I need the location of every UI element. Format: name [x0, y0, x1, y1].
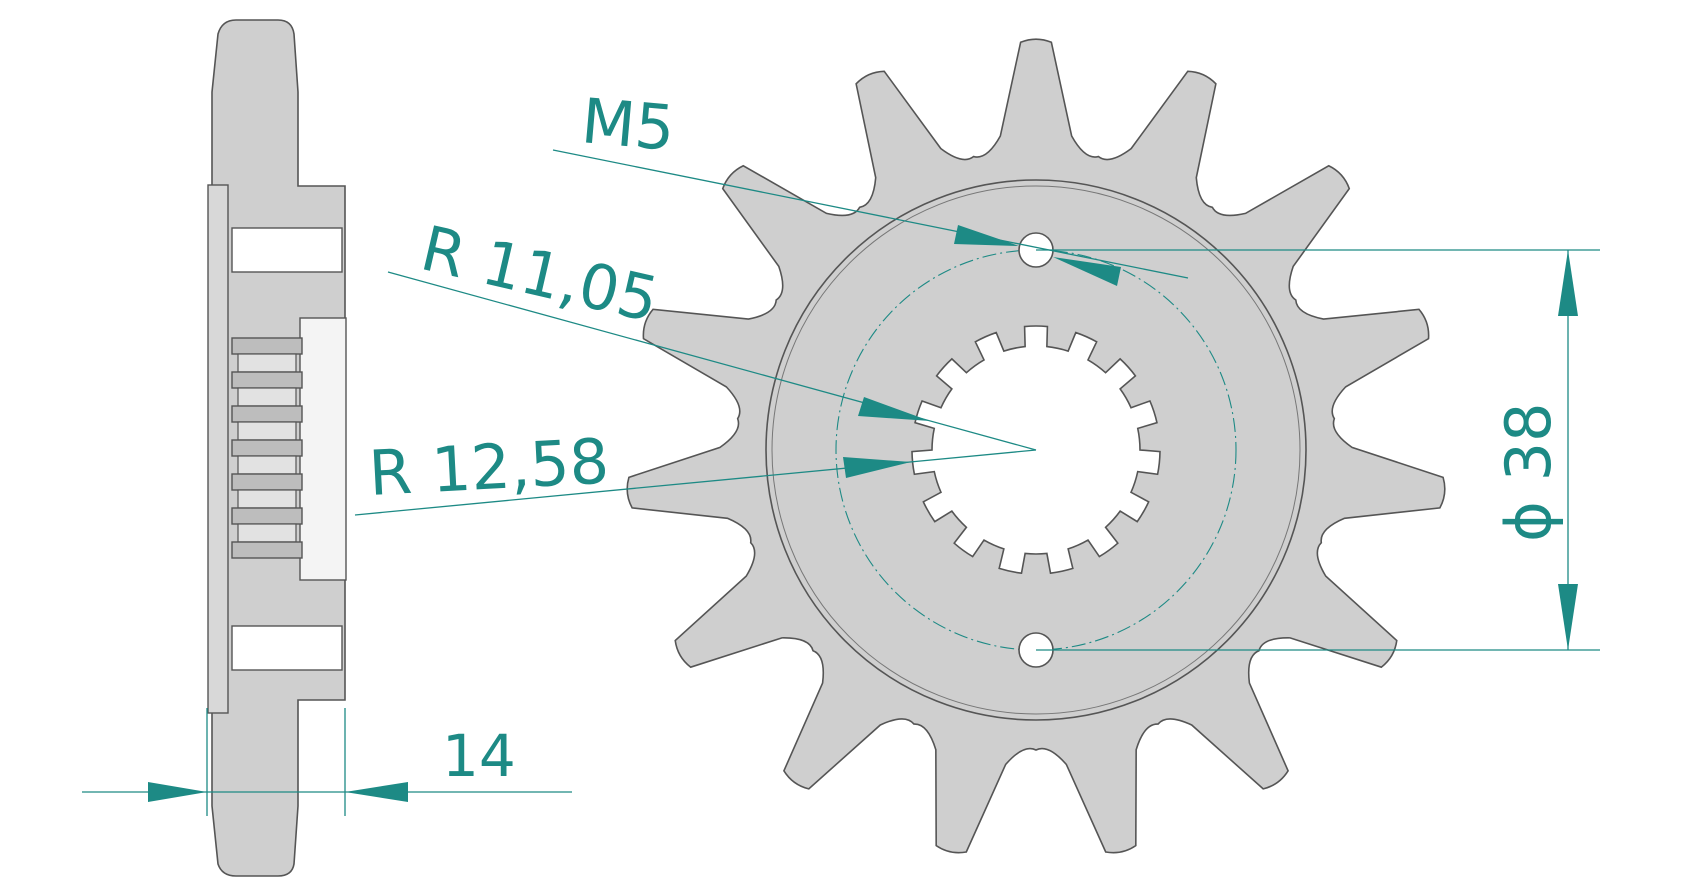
width-arrow-right: [345, 782, 408, 802]
side-view-slot-top: [231, 227, 343, 273]
bolt-circle-arrow-bottom: [1558, 584, 1578, 650]
dimension-bolt-circle: ϕ 38: [1036, 249, 1600, 651]
side-view-rim: [207, 184, 229, 714]
bolt-circle-arrow-top: [1558, 250, 1578, 316]
thread-arrow-left: [954, 225, 1019, 246]
hub-step-circle-inner: [771, 185, 1301, 715]
dimension-radius-outer: R 12,58: [354, 425, 1037, 516]
thread-label: M5: [579, 84, 678, 165]
radius-outer-label: R 12,58: [367, 425, 611, 510]
radius-inner-label: R 11,05: [415, 211, 666, 336]
radius-inner-arrow: [858, 397, 930, 421]
dimension-width: 14: [82, 708, 572, 816]
side-view-slot-bottom: [231, 625, 343, 671]
bolt-circle-label: ϕ 38: [1492, 403, 1565, 543]
width-label: 14: [442, 722, 516, 790]
side-view: [207, 19, 347, 877]
hub-step-circle: [765, 179, 1307, 721]
width-arrow-left: [148, 782, 207, 802]
front-view: [626, 38, 1446, 854]
radius-outer-arrow: [843, 457, 911, 478]
thread-arrow-right: [1053, 257, 1121, 286]
side-view-hub: [299, 317, 347, 581]
dimension-thread: M5: [552, 84, 1189, 286]
side-view-spline: [231, 337, 303, 559]
